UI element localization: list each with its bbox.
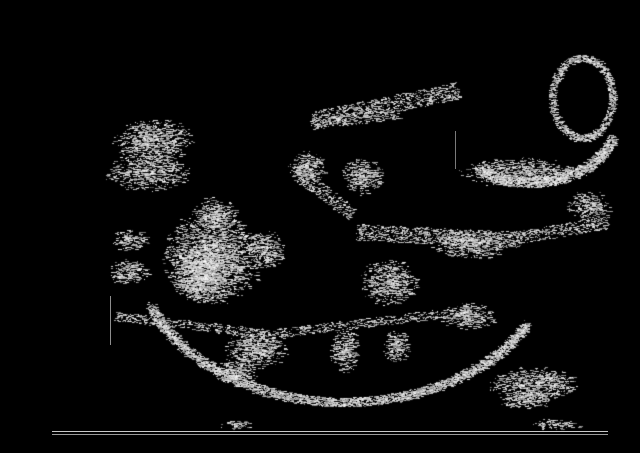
bottom-rule-lower xyxy=(52,434,608,435)
bottom-rule-upper xyxy=(52,431,608,432)
mid-graticule-tick xyxy=(455,131,456,169)
left-graticule-tick xyxy=(110,296,111,345)
